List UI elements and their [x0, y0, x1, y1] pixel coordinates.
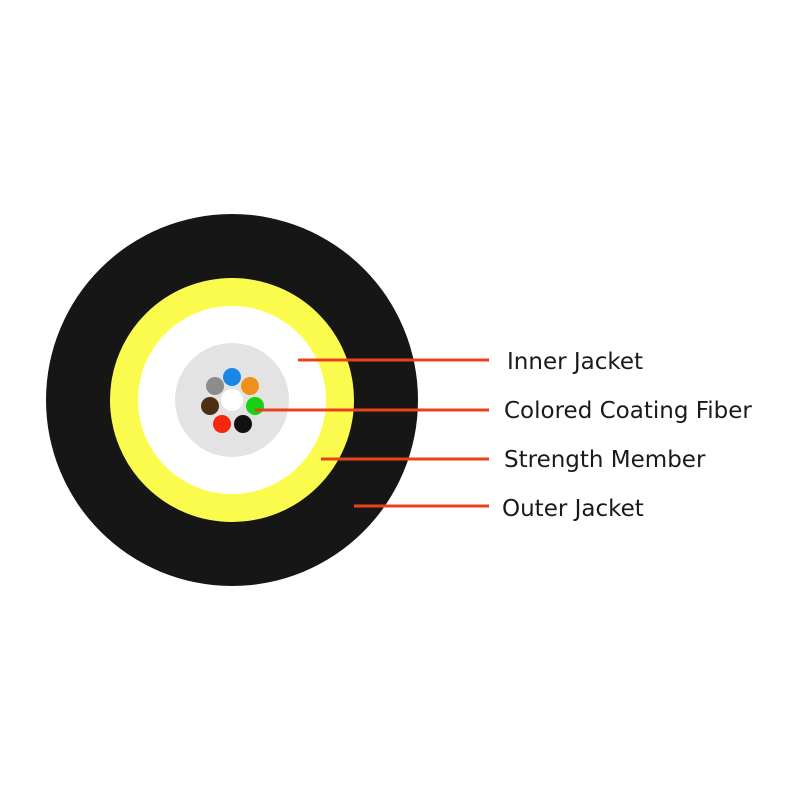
fiber-green [246, 397, 264, 415]
labels: Inner Jacket Colored Coating Fiber Stren… [502, 349, 752, 522]
label-colored-coating-fiber: Colored Coating Fiber [504, 398, 752, 424]
fiber-black [234, 415, 252, 433]
fiber-gray [206, 377, 224, 395]
leader-lines [255, 358, 489, 508]
cable-cross-section [46, 214, 418, 586]
colored-fibers [201, 368, 264, 433]
fiber-brown [201, 397, 219, 415]
fiber-red [213, 415, 231, 433]
label-strength-member: Strength Member [504, 447, 706, 473]
fiber-blue [223, 368, 241, 386]
fiber-orange [241, 377, 259, 395]
tube-center [221, 389, 243, 411]
label-inner-jacket: Inner Jacket [507, 349, 643, 375]
label-outer-jacket: Outer Jacket [502, 496, 644, 522]
